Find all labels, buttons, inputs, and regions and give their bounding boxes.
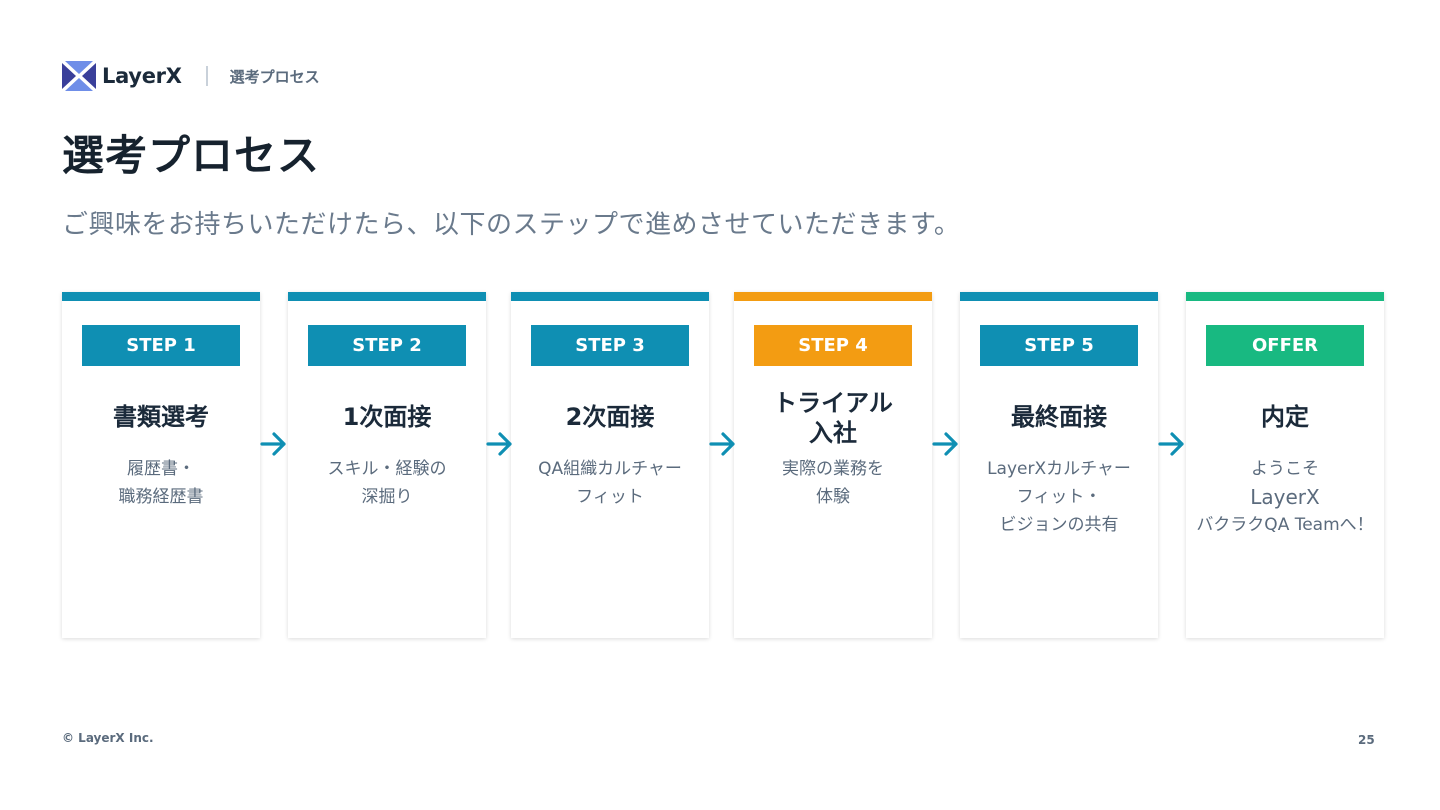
logo-text: LayerX [102, 64, 182, 88]
page-number: 25 [1358, 733, 1375, 747]
step-description: LayerXカルチャー フィット・ ビジョンの共有 [964, 455, 1154, 539]
step-title: トライアル 入社 [734, 388, 932, 448]
step-description-line: 深掘り [361, 487, 413, 507]
step-badge: STEP 2 [308, 325, 466, 366]
step-description-line: 体験 [816, 487, 850, 507]
card-accent-bar [511, 292, 709, 301]
step-badge: STEP 3 [531, 325, 689, 366]
step-card-5: STEP 5 最終面接 LayerXカルチャー フィット・ ビジョンの共有 [960, 292, 1158, 638]
step-description: スキル・経験の 深掘り [292, 455, 482, 511]
card-accent-bar [62, 292, 260, 301]
step-title: 最終面接 [1011, 403, 1107, 431]
offer-description: ようこそ LayerX バクラクQA Teamへ！ [1190, 455, 1380, 539]
step-card-2: STEP 2 1次面接 スキル・経験の 深掘り [288, 292, 486, 638]
step-description: 履歴書・ 職務経歴書 [66, 455, 256, 511]
step-card-4: STEP 4 トライアル 入社 実際の業務を 体験 [734, 292, 932, 638]
step-description: 実際の業務を 体験 [738, 455, 928, 511]
step-title: 1次面接 [342, 403, 432, 431]
step-description-line: 職務経歴書 [118, 487, 204, 507]
breadcrumb: 選考プロセス [229, 67, 320, 86]
arrow-right-icon [709, 432, 735, 456]
step-description-line: ビジョンの共有 [999, 515, 1119, 535]
step-description-line: 実際の業務を [782, 459, 884, 479]
page-title: 選考プロセス [62, 131, 321, 180]
layerx-logo-icon [62, 61, 96, 91]
offer-description-line: ようこそ [1251, 459, 1319, 479]
offer-title: 内定 [1261, 403, 1309, 431]
step-description-line: LayerXカルチャー [987, 459, 1131, 479]
card-accent-bar [734, 292, 932, 301]
step-badge: STEP 4 [754, 325, 912, 366]
step-description-line: フィット・ [1016, 487, 1102, 507]
step-card-3: STEP 3 2次面接 QA組織カルチャー フィット [511, 292, 709, 638]
copyright: © LayerX Inc. [62, 731, 154, 745]
offer-description-line: バクラクQA Teamへ！ [1196, 515, 1374, 535]
card-accent-bar [288, 292, 486, 301]
card-accent-bar [960, 292, 1158, 301]
arrow-right-icon [1158, 432, 1184, 456]
arrow-right-icon [260, 432, 286, 456]
step-description-line: QA組織カルチャー [538, 459, 682, 479]
offer-badge: OFFER [1206, 325, 1364, 366]
step-title: 2次面接 [565, 403, 655, 431]
step-card-1: STEP 1 書類選考 履歴書・ 職務経歴書 [62, 292, 260, 638]
step-title-line: 入社 [809, 419, 857, 447]
step-title: 書類選考 [113, 403, 209, 431]
arrow-right-icon [486, 432, 512, 456]
arrow-right-icon [932, 432, 958, 456]
step-badge: STEP 5 [980, 325, 1138, 366]
header: LayerX 選考プロセス [62, 60, 320, 92]
card-accent-bar [1186, 292, 1384, 301]
header-divider [205, 66, 208, 86]
step-description-line: スキル・経験の [327, 459, 447, 479]
page-subtitle: ご興味をお持ちいただけたら、以下のステップで進めさせていただきます。 [62, 210, 961, 240]
offer-description-line: LayerX [1250, 485, 1320, 509]
offer-card: OFFER 内定 ようこそ LayerX バクラクQA Teamへ！ [1186, 292, 1384, 638]
step-description: QA組織カルチャー フィット [515, 455, 705, 511]
step-title-line: トライアル [773, 389, 893, 417]
step-badge: STEP 1 [82, 325, 240, 366]
step-description-line: 履歴書・ [127, 459, 195, 479]
step-description-line: フィット [576, 487, 644, 507]
